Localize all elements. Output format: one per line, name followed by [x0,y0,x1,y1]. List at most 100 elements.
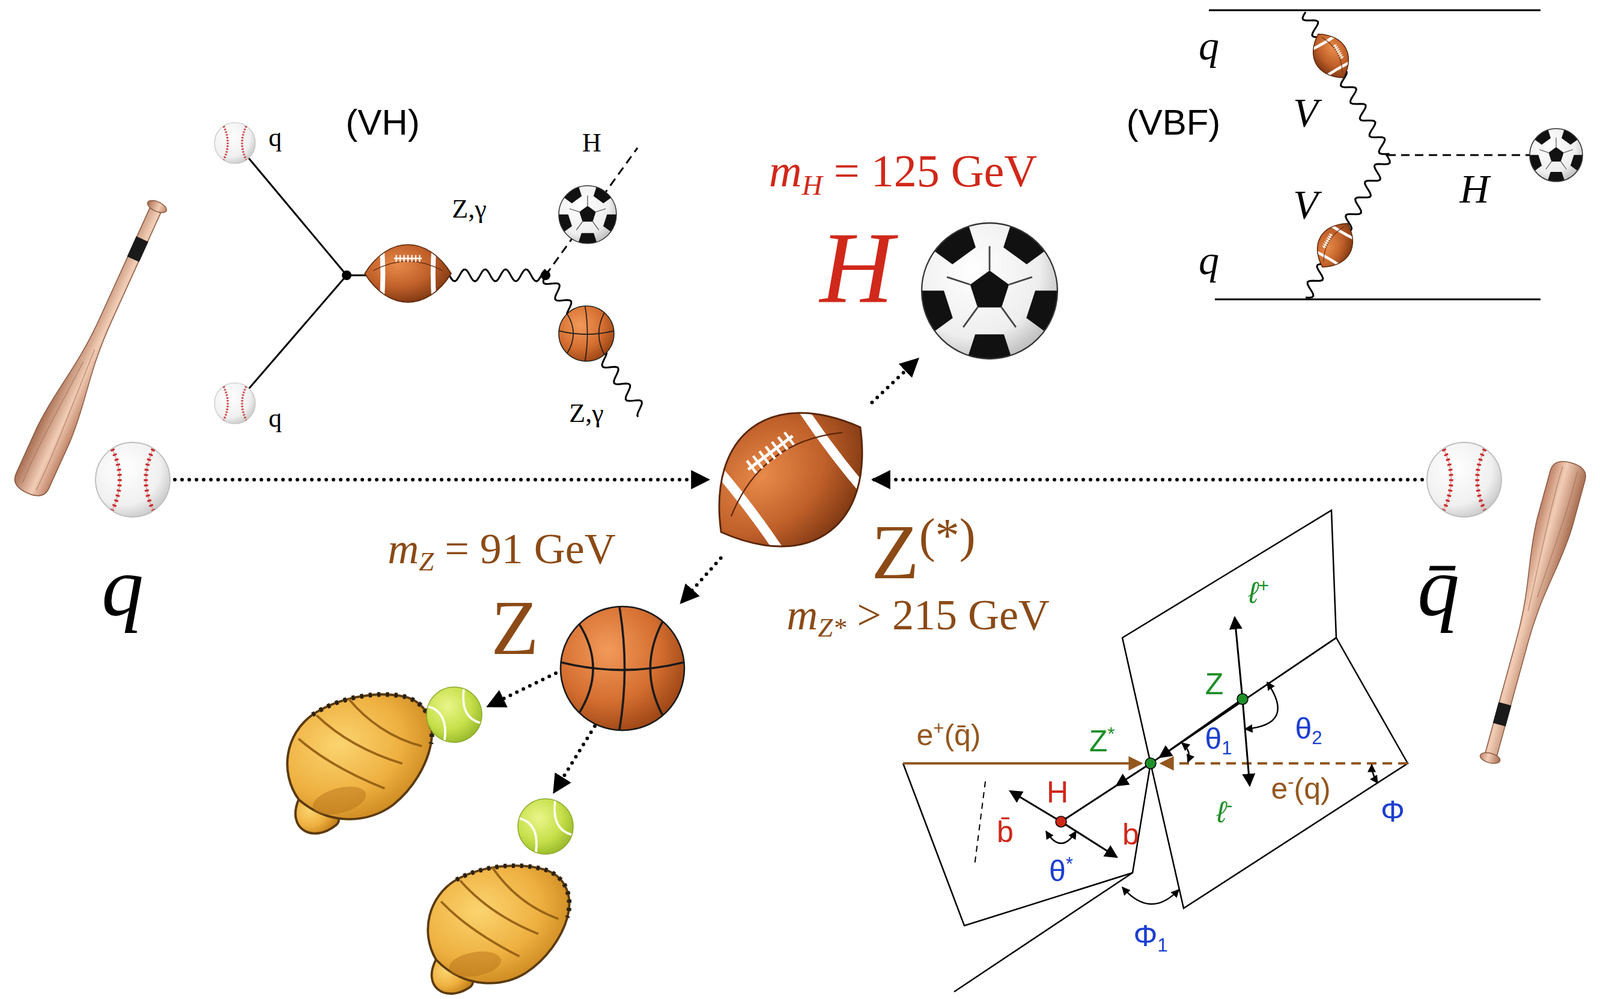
dotted-arrow [174,477,709,482]
soccer-ball [1570,155,1589,173]
baseball [214,382,256,424]
tennis-ball [517,798,574,854]
football [700,447,798,574]
angle-definition-sketch [974,781,986,866]
basketball [560,606,685,731]
baseball-glove [418,854,581,993]
tennis-ball [426,686,482,743]
football [718,415,843,517]
ball-outline [920,221,1059,360]
label-anchor: V [1292,183,1319,225]
baseball-glove [414,854,582,997]
node-label: mZ* > 215 GeV [786,593,1050,642]
node-heading: q̄ [1417,544,1460,629]
football [1338,52,1342,55]
baseball-glove [310,781,370,820]
symbol-label: V [1292,183,1319,225]
football [410,254,413,262]
football [681,375,899,585]
basketball [558,305,615,362]
football [1336,50,1341,53]
basketball [558,330,615,335]
football [1335,48,1340,51]
text-run: 2 [1311,726,1322,749]
soccer-ball [921,222,1058,359]
text-run: = 125 GeV [822,145,1038,196]
football [1322,245,1327,248]
basketball [560,662,685,670]
tennis-ball [426,686,482,743]
text-anchor: q̄ [1417,544,1460,629]
basketball [599,312,605,355]
vbf-feynman-diagram [1305,154,1390,298]
symbol-label: Z* [1089,724,1116,756]
angle-definition-sketch [954,872,1133,992]
vh-feynman-diagram [543,275,642,417]
vh-feynman-diagram [214,122,642,424]
baseball [1477,448,1485,511]
football [1333,44,1337,47]
symbol-label: ℓ- [1216,795,1233,827]
baseball [214,122,256,164]
basketball [558,305,615,362]
football [687,375,893,585]
text-run: Z* [817,612,846,643]
text-run: e [1270,771,1288,806]
angle-definition-sketch [1061,785,1117,822]
text-anchor: Z(*) [871,511,976,591]
symbol-label: b [1122,818,1140,849]
football [395,254,397,262]
soccer-ball [579,206,596,222]
soccer-ball [552,184,624,252]
angle-definition-sketch [1122,886,1179,904]
angle-definition-sketch [1181,742,1190,762]
baseball-bat [1479,750,1502,765]
soccer-ball [1001,307,1016,327]
soccer-ball [1523,127,1589,190]
text-run: Z [871,508,919,595]
symbol-label: (VH) [345,104,420,141]
football [746,460,757,473]
label-anchor: q [1198,239,1220,281]
node-heading: mZ = 91 GeV [387,526,616,575]
baseball-glove [273,679,451,834]
label-anchor: b̄ [996,816,1014,847]
angle-definition-sketch [1150,637,1408,908]
football [373,261,443,271]
dotted-arrow [681,557,721,603]
label-anchor: Z [1205,668,1224,699]
ball-outline [559,605,686,732]
higgs-ball: mH = 125 GeVH [920,221,1059,360]
label-anchor: H [582,129,602,157]
soccer-ball [1529,128,1583,182]
soccer-ball [1523,127,1589,190]
baseball [223,126,228,160]
baseball-glove [348,683,422,761]
symbol-label: θ2 [1294,713,1322,747]
football [433,238,435,308]
angle-definition-sketch [903,761,1142,765]
angle-definition-sketch [1122,510,1337,764]
angle-definition-sketch [1160,761,1408,765]
soccer-ball [970,270,1009,308]
football [759,451,770,464]
soccer-ball [552,214,572,234]
basketball [650,621,663,716]
soccer-ball [1523,155,1542,173]
vh-feynman-diagram [341,270,352,280]
symbol-label: q [268,404,282,432]
symbol-label: H [582,129,602,157]
baseball [146,448,154,511]
angle-definition-sketch [1046,830,1077,843]
text-run: (q̄) [943,717,981,752]
vh-feynman-diagram [540,270,551,280]
football [1322,34,1348,73]
baseball [242,126,247,160]
label-anchor: θ2 [1294,713,1322,747]
text-anchor: mZ = 91 GeV [387,526,616,575]
symbol-label: q [1198,239,1220,281]
angle-definition-sketch [1237,693,1248,705]
z-star-ball: Z(*)mZ* > 215 GeV [711,403,870,556]
vbf-feynman-diagram [1208,9,1541,12]
